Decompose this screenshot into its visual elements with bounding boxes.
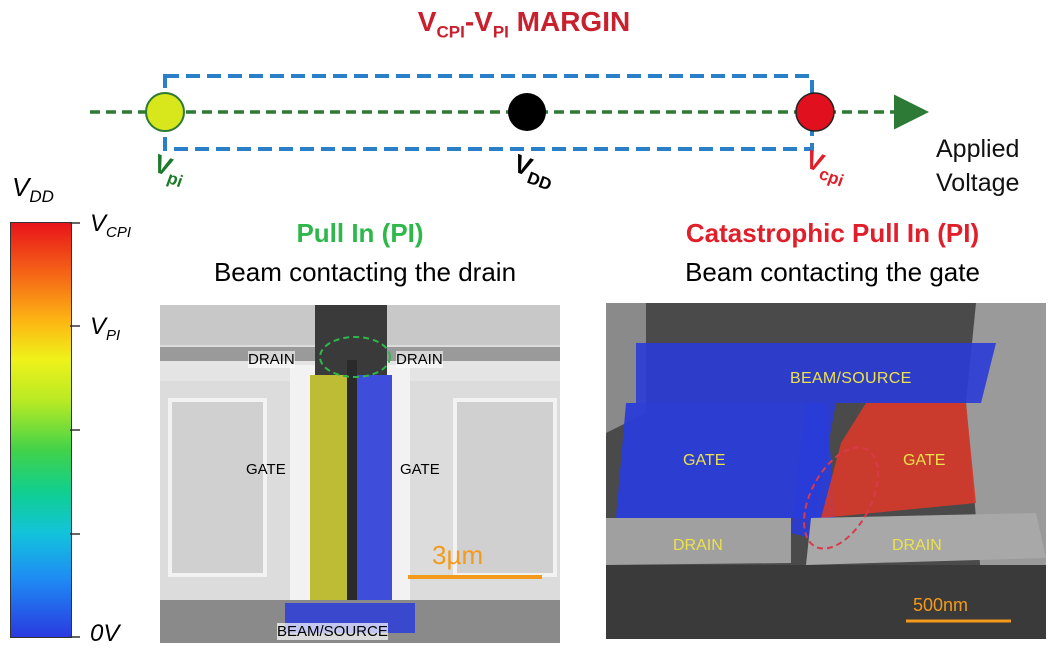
left-scale-label: 3µm (432, 540, 484, 570)
right-sem-image (606, 303, 1046, 639)
vcpi-point (795, 92, 835, 132)
voltage-axis-diagram (90, 74, 929, 151)
vpi-point (145, 92, 185, 132)
diagram-title: VCPI-VPI MARGIN (417, 6, 631, 42)
left-sem-image (160, 305, 560, 643)
right-drain-right-label: DRAIN (892, 537, 942, 554)
right-scale-label: 500nm (913, 595, 969, 615)
colorbar-top-label: VDD (12, 172, 54, 207)
colorbar-tick-vpi: VPI (90, 313, 121, 344)
left-beam-label: BEAM/SOURCE (277, 623, 388, 640)
left-panel-subheading: Beam contacting the drain (213, 257, 517, 287)
colorbar-tick-vcpi: VCPI (90, 210, 132, 241)
right-beam-label: BEAM/SOURCE (790, 370, 912, 387)
colorbar-tick-0v: 0V (90, 620, 120, 647)
left-gate-right-label: GATE (400, 461, 440, 478)
left-drain-left-label: DRAIN (248, 351, 295, 368)
colorbar-ticks (70, 222, 80, 638)
vdd-point (508, 93, 546, 131)
left-gate-left-label: GATE (246, 461, 286, 478)
left-panel-heading: Pull In (PI) (296, 218, 424, 248)
applied-voltage-label: Applied Voltage (936, 135, 1020, 197)
right-gate-left-label: GATE (683, 452, 726, 469)
colorbar (10, 222, 72, 638)
right-gate-right-label: GATE (903, 452, 946, 469)
right-drain-left-label: DRAIN (673, 537, 723, 554)
right-panel-heading: Catastrophic Pull In (PI) (685, 218, 980, 248)
left-drain-right-label: DRAIN (396, 351, 443, 368)
right-panel-subheading: Beam contacting the gate (685, 257, 980, 287)
